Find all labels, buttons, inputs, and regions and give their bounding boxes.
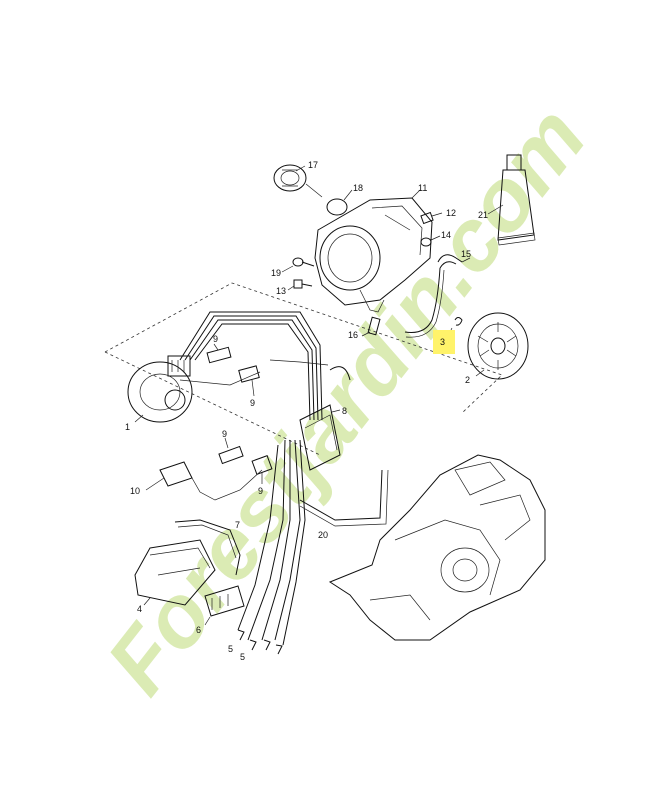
part-4-carrier	[134, 539, 216, 606]
label-part-4: 4	[137, 604, 142, 614]
label-part-16: 16	[348, 330, 358, 340]
part-labels: 1 2 3 4 5 5 6 7 8 9 9 9 9 10 11 12 13 14…	[125, 160, 488, 662]
part-18-o-ring	[326, 189, 353, 216]
label-part-13: 13	[276, 286, 286, 296]
label-part-5a: 5	[228, 644, 233, 654]
label-part-7: 7	[235, 520, 240, 530]
part-9-clips	[206, 343, 273, 484]
part-8-module	[299, 404, 341, 471]
label-part-10: 10	[130, 486, 140, 496]
label-part-12: 12	[446, 208, 456, 218]
label-part-15: 15	[461, 249, 471, 259]
label-part-11: 11	[418, 183, 427, 193]
label-part-17: 17	[308, 160, 318, 170]
label-part-21: 21	[478, 210, 488, 220]
part-10-switch	[145, 461, 263, 501]
part-5-terminals	[237, 629, 283, 655]
part-20-pipe	[299, 469, 389, 527]
label-part-19: 19	[271, 268, 281, 278]
wire-harness	[179, 311, 351, 646]
part-6-connector	[204, 585, 245, 626]
part-3-highlight	[433, 330, 455, 354]
label-part-9d: 9	[258, 486, 263, 496]
label-part-18: 18	[353, 183, 363, 193]
part-12-screw	[420, 211, 443, 225]
label-part-9c: 9	[222, 429, 227, 439]
part-1-ignition-module	[127, 355, 193, 423]
part-17-cap	[273, 164, 323, 198]
label-part-2: 2	[465, 375, 470, 385]
part-21-grease-tube	[487, 154, 536, 246]
label-part-1: 1	[125, 422, 130, 432]
part-7-wire	[174, 519, 241, 576]
part-2-flywheel	[467, 312, 529, 380]
part-15-hose-elbow	[437, 254, 471, 269]
label-part-14: 14	[441, 230, 451, 240]
part-14-nut	[420, 235, 441, 247]
part-11-housing	[314, 189, 433, 313]
label-part-5b: 5	[240, 652, 245, 662]
label-part-9b: 9	[250, 398, 255, 408]
assembly-frame	[104, 282, 503, 456]
part-19-screw	[281, 257, 315, 273]
part-13-screw	[287, 279, 313, 291]
label-part-9a: 9	[213, 334, 218, 344]
part-16-valve	[361, 316, 381, 337]
crankcase-housing	[328, 454, 546, 641]
label-part-20: 20	[318, 530, 328, 540]
label-part-3: 3	[440, 337, 445, 347]
label-part-6: 6	[196, 625, 201, 635]
label-part-8: 8	[342, 406, 347, 416]
